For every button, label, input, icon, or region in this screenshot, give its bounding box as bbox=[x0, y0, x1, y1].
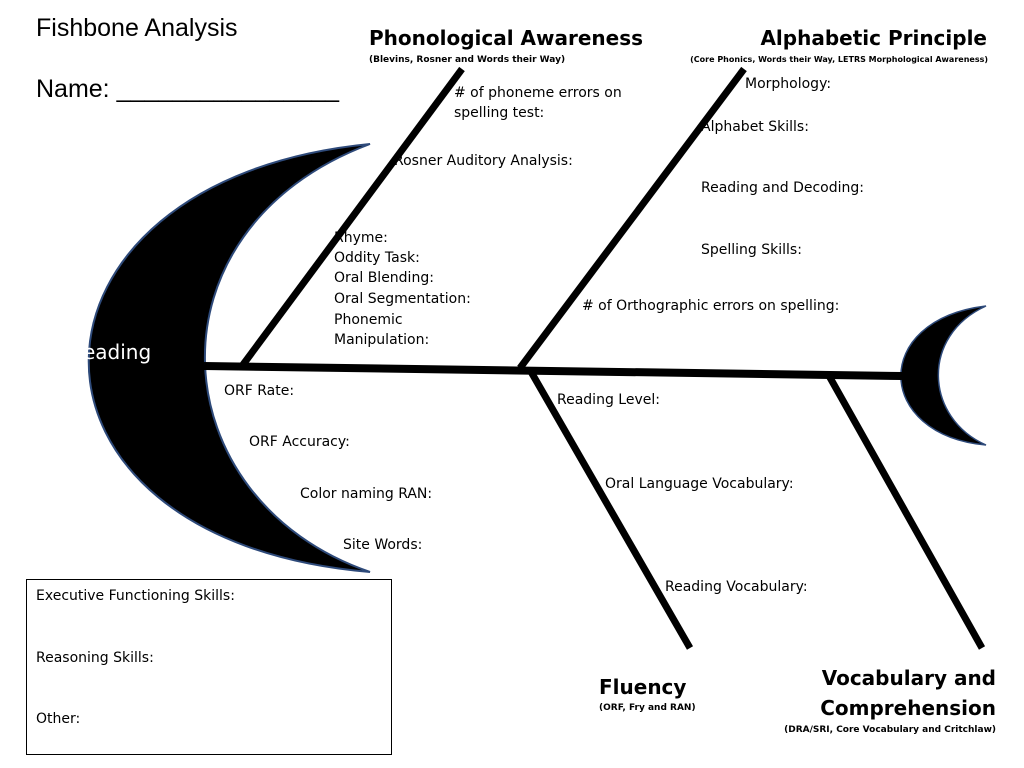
category-alphabetic-title: Alphabetic Principle bbox=[760, 26, 987, 50]
category-vocab-source: (DRA/SRI, Core Vocabulary and Critchlaw) bbox=[784, 725, 996, 735]
fluency-item: ORF Accuracy: bbox=[249, 434, 350, 450]
bone-phonological bbox=[239, 66, 465, 369]
head-label: Reading bbox=[70, 340, 152, 364]
bone-fluency bbox=[526, 368, 694, 650]
category-vocab-title-line2: Comprehension bbox=[820, 696, 996, 720]
vocab-item: Reading Level: bbox=[557, 392, 660, 408]
other-skills-item: Reasoning Skills: bbox=[36, 650, 154, 666]
category-vocab-title-line1: Vocabulary and bbox=[821, 666, 996, 690]
alphabetic-item: # of Orthographic errors on spelling: bbox=[582, 298, 840, 314]
phonological-item: Oddity Task: bbox=[334, 250, 420, 266]
fluency-item: ORF Rate: bbox=[224, 383, 295, 399]
phonological-item: Manipulation: bbox=[334, 332, 430, 348]
alphabetic-item: Spelling Skills: bbox=[701, 242, 802, 258]
name-field-label: Name: ________________ bbox=[36, 75, 340, 103]
phonological-item: Rhyme: bbox=[334, 230, 388, 246]
spine bbox=[203, 362, 903, 380]
phonological-item: spelling test: bbox=[454, 105, 545, 121]
fluency-item: Color naming RAN: bbox=[300, 486, 433, 502]
phonological-item: Phonemic bbox=[334, 312, 403, 328]
phonological-item: Rosner Auditory Analysis: bbox=[394, 153, 573, 169]
alphabetic-item: Alphabet Skills: bbox=[701, 119, 809, 135]
fluency-item: Site Words: bbox=[343, 537, 423, 553]
category-phonological-title: Phonological Awareness bbox=[369, 26, 644, 50]
other-skills-item: Other: bbox=[36, 711, 81, 727]
category-phonological-source: (Blevins, Rosner and Words their Way) bbox=[369, 55, 566, 65]
other-skills-item: Executive Functioning Skills: bbox=[36, 588, 235, 604]
alphabetic-item: Morphology: bbox=[745, 76, 832, 92]
vocab-item: Reading Vocabulary: bbox=[665, 579, 808, 595]
fish-tail bbox=[900, 305, 987, 446]
bone-alphabetic bbox=[517, 66, 747, 371]
page-title: Fishbone Analysis bbox=[36, 14, 238, 42]
category-alphabetic-source: (Core Phonics, Words their Way, LETRS Mo… bbox=[690, 55, 988, 64]
bone-vocab bbox=[824, 372, 986, 650]
alphabetic-item: Reading and Decoding: bbox=[701, 180, 864, 196]
category-fluency-title: Fluency bbox=[599, 675, 687, 699]
phonological-item: Oral Segmentation: bbox=[334, 291, 471, 307]
phonological-item: Oral Blending: bbox=[334, 270, 434, 286]
fish-head bbox=[87, 143, 371, 573]
phonological-item: # of phoneme errors on bbox=[454, 85, 622, 101]
category-fluency-source: (ORF, Fry and RAN) bbox=[599, 703, 696, 713]
other-skills-box bbox=[26, 579, 392, 755]
vocab-item: Oral Language Vocabulary: bbox=[605, 476, 794, 492]
